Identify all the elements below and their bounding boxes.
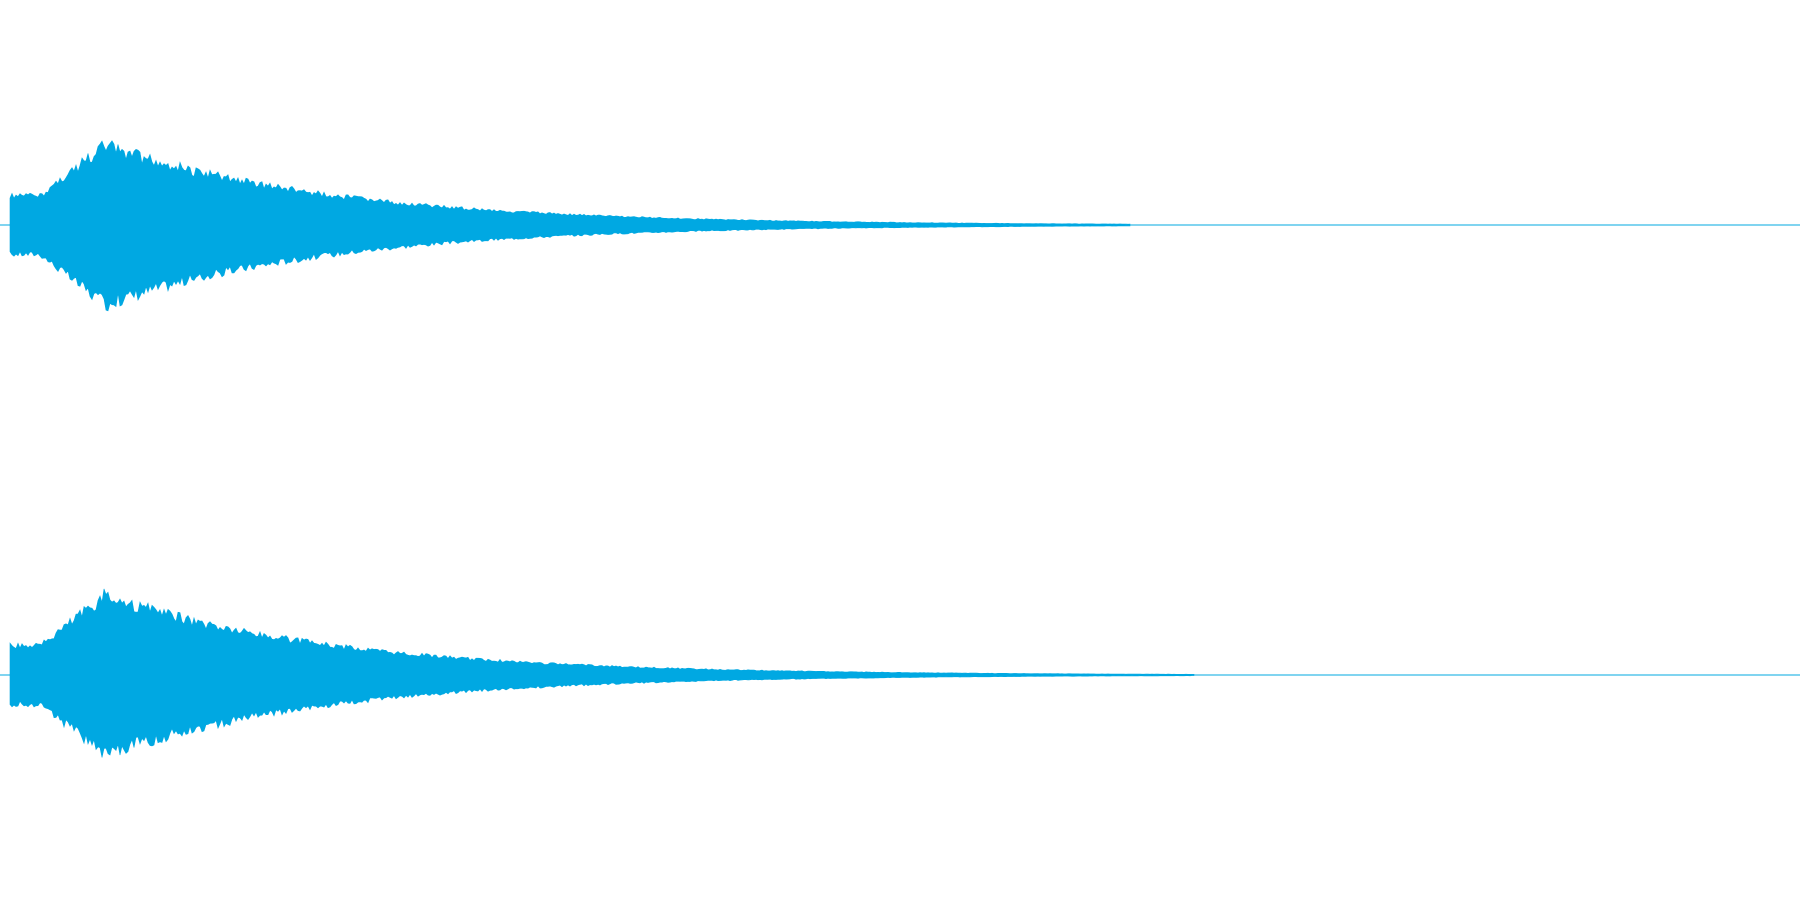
waveform-channel-left: [0, 140, 1800, 312]
waveform-envelope-right: [9, 588, 1195, 758]
waveform-right: [0, 588, 1800, 758]
waveform-envelope-left: [9, 140, 1131, 312]
waveform-channel-right: [0, 450, 1800, 900]
waveform-left: [0, 140, 1800, 312]
